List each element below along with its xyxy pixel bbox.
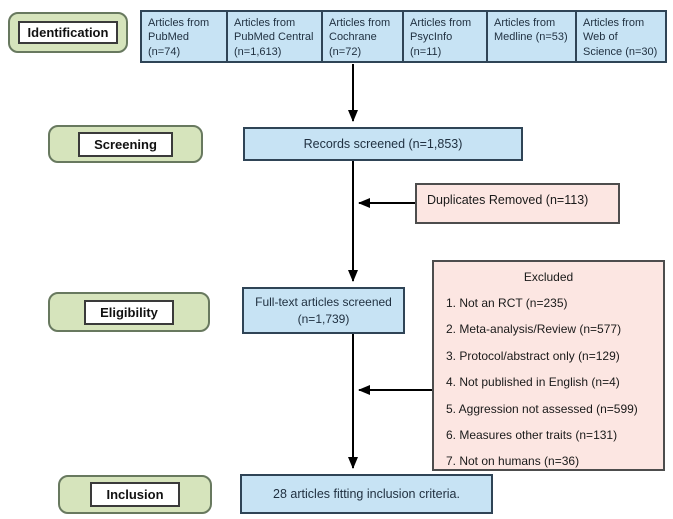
excluded-item: 5. Aggression not assessed (n=599) — [446, 401, 638, 416]
excluded-item: 7. Not on humans (n=36) — [446, 454, 580, 469]
records-screened-box: Records screened (n=1,853) — [243, 127, 523, 161]
excluded-title: Excluded — [523, 270, 574, 284]
excluded-box: Excluded 1. Not an RCT (n=235) 2. Meta-an… — [432, 260, 665, 471]
excluded-item: 4. Not published in English (n=4) — [446, 375, 620, 390]
inclusion-result-text: 28 articles fitting inclusion criteria. — [273, 487, 460, 501]
source-box-web-of-science: Articles from Web of Science (n=30) — [575, 10, 667, 63]
fulltext-screened-line2: (n=1,739) — [297, 311, 350, 326]
source-box-medline: Articles from Medline (n=53) — [486, 10, 577, 63]
stage-label-screening: Screening — [48, 125, 203, 163]
source-boxes-row: Articles from PubMed (n=74) Articles fro… — [140, 10, 667, 63]
source-box-psycinfo: Articles from PsycInfo (n=11) — [402, 10, 488, 63]
inclusion-result-box: 28 articles fitting inclusion criteria. — [240, 474, 493, 514]
stage-label-eligibility-text: Eligibility — [84, 299, 174, 325]
stage-label-eligibility: Eligibility — [48, 292, 210, 332]
stage-label-identification-text: Identification — [17, 21, 119, 44]
stage-label-inclusion-text: Inclusion — [90, 482, 180, 507]
duplicates-removed-text: Duplicates Removed (n=113) — [427, 193, 589, 207]
source-box-pubmed: Articles from PubMed (n=74) — [140, 10, 228, 63]
excluded-items: 1. Not an RCT (n=235) 2. Meta-analysis/Re… — [434, 296, 663, 469]
duplicates-removed-box: Duplicates Removed (n=113) — [415, 183, 620, 224]
excluded-item: 3. Protocol/abstract only (n=129) — [446, 348, 620, 363]
fulltext-screened-box: Full-text articles screened (n=1,739) — [242, 287, 405, 334]
stage-label-inclusion: Inclusion — [58, 475, 212, 514]
excluded-item: 2. Meta-analysis/Review (n=577) — [446, 322, 622, 337]
excluded-item: 1. Not an RCT (n=235) — [446, 296, 568, 310]
stage-label-identification: Identification — [8, 12, 128, 53]
source-box-cochrane: Articles from Cochrane (n=72) — [321, 10, 404, 63]
fulltext-screened-line1: Full-text articles screened — [255, 295, 392, 310]
excluded-item: 6. Measures other traits (n=131) — [446, 427, 618, 442]
records-screened-text: Records screened (n=1,853) — [303, 137, 463, 151]
source-box-pubmed-central: Articles from PubMed Central (n=1,613) — [226, 10, 323, 63]
stage-label-screening-text: Screening — [78, 131, 173, 157]
